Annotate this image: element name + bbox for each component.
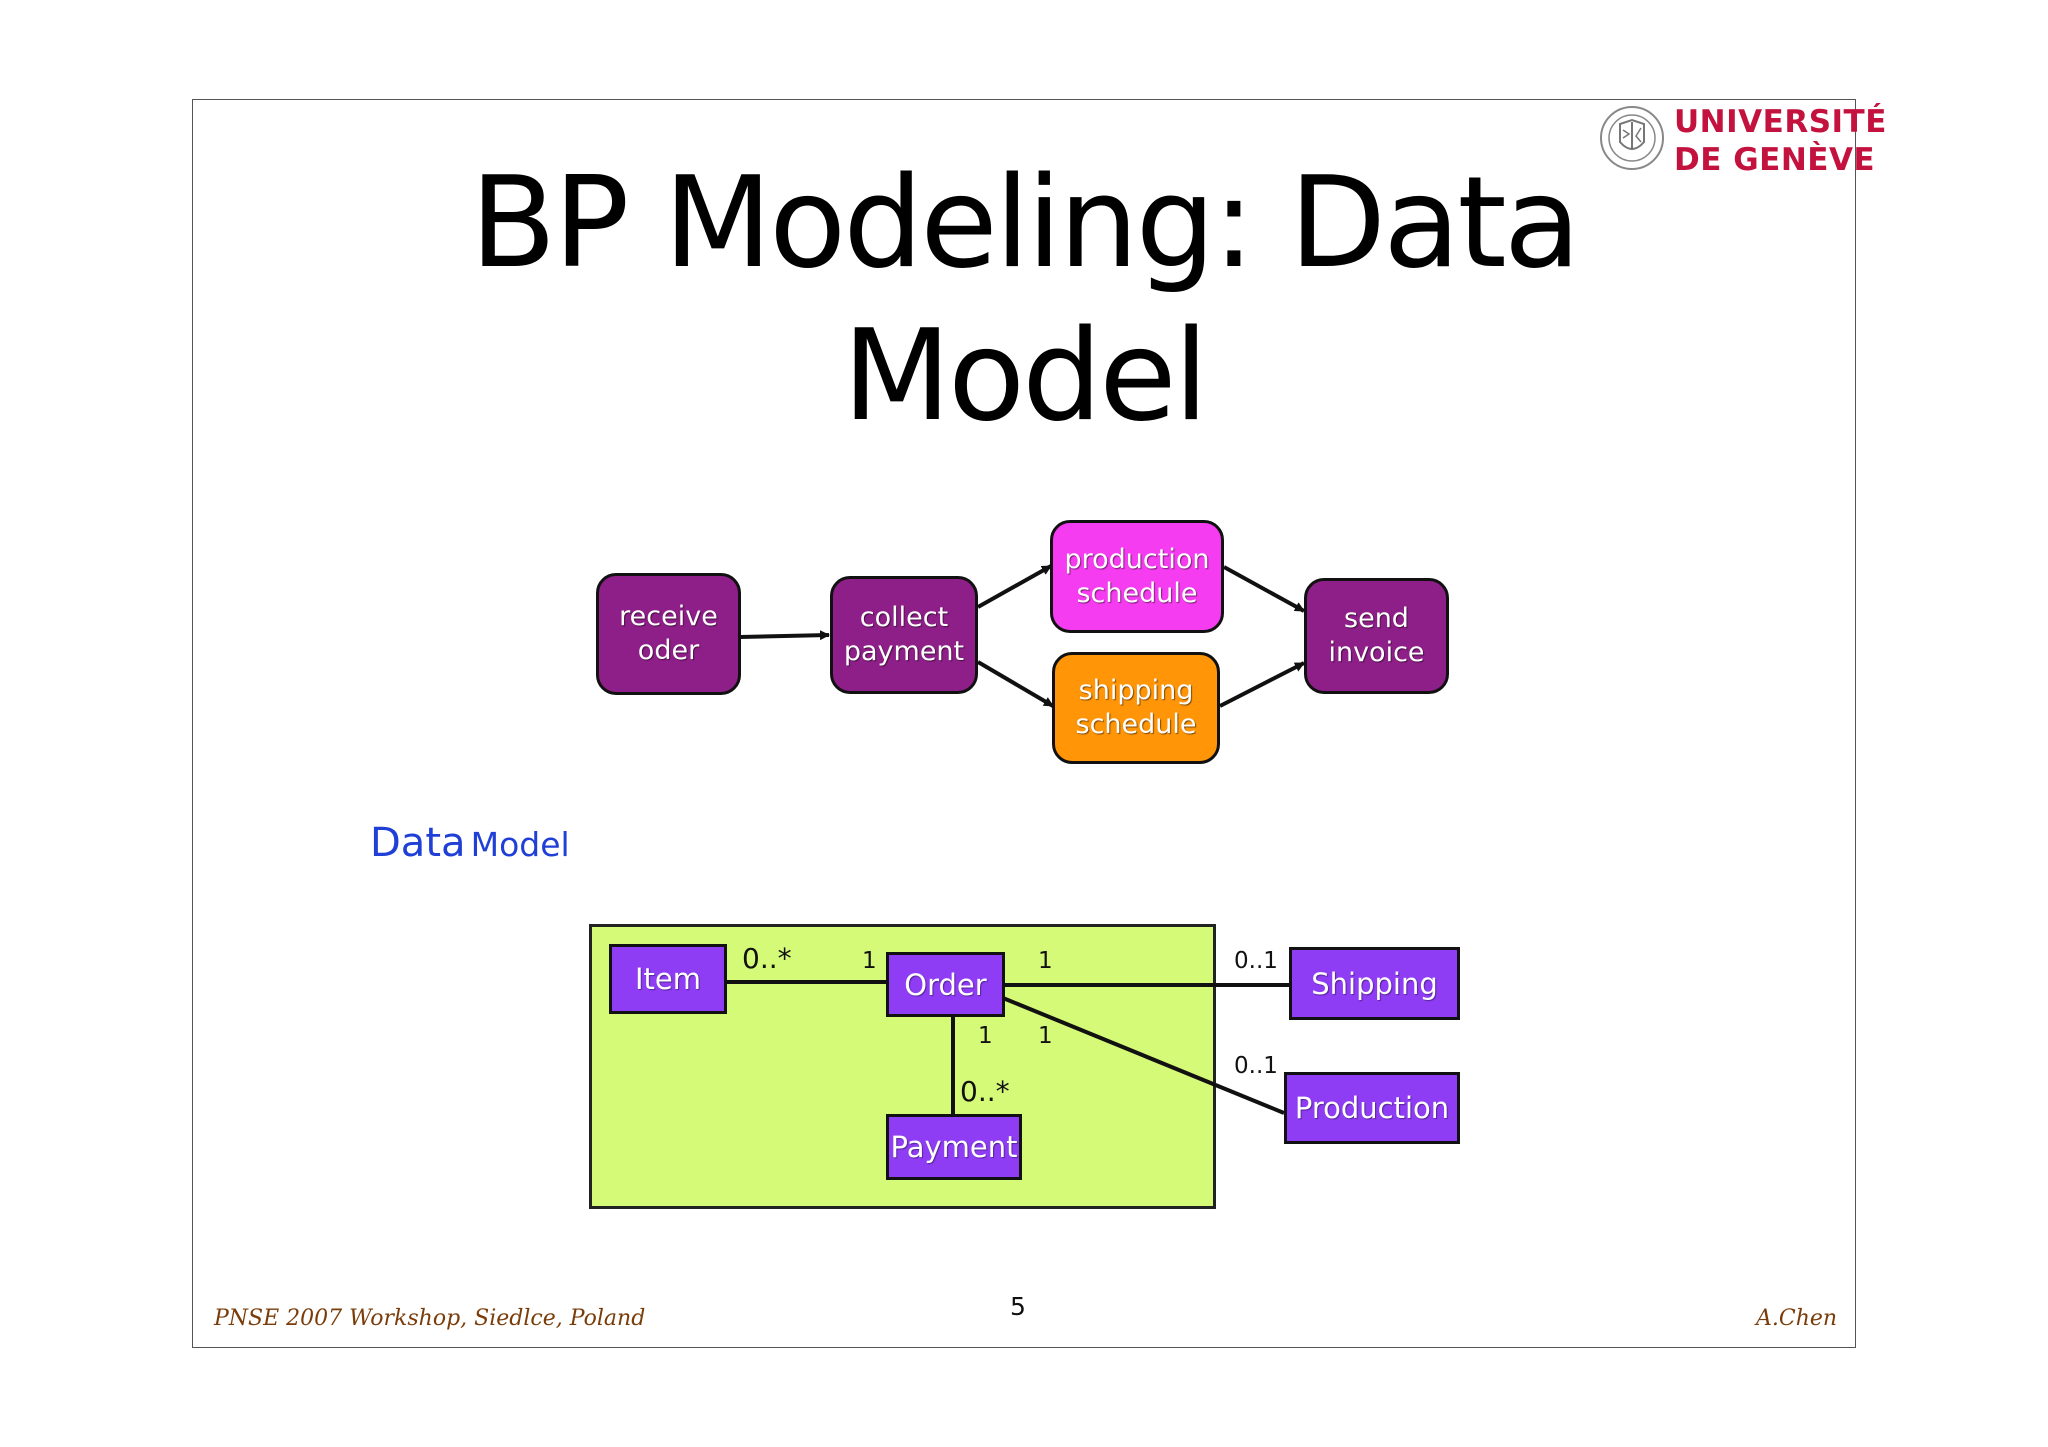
university-seal-icon xyxy=(1600,106,1664,170)
multiplicity-item: 0..* xyxy=(742,942,792,975)
arrow-collect-to-production xyxy=(977,564,1052,609)
class-payment: Payment xyxy=(886,1114,1022,1180)
university-logo-text: UNIVERSITÉ DE GENÈVE xyxy=(1674,103,1887,179)
arrow-production-to-send xyxy=(1223,565,1305,613)
multiplicity-payment: 0..* xyxy=(960,1075,1010,1108)
node-text: schedule xyxy=(1075,709,1197,740)
node-text: schedule xyxy=(1076,577,1198,609)
class-order: Order xyxy=(886,952,1005,1017)
node-text: production xyxy=(1064,543,1210,575)
node-text: send xyxy=(1344,603,1409,634)
multiplicity-order-payment-left: 1 xyxy=(978,1023,993,1049)
assoc-order-production xyxy=(1002,996,1285,1115)
class-label: Shipping xyxy=(1311,966,1438,1001)
heading-word-model: Model xyxy=(470,825,570,864)
multiplicity-order-shipping: 1 xyxy=(1038,948,1053,974)
multiplicity-shipping: 0..1 xyxy=(1234,948,1278,974)
arrow-receive-to-collect xyxy=(739,630,830,641)
footer-event: PNSE 2007 Workshop, Siedlce, Poland xyxy=(214,1306,646,1331)
multiplicity-order-item: 1 xyxy=(862,948,877,974)
node-text: collect xyxy=(859,602,949,633)
class-item: Item xyxy=(609,944,727,1014)
heading-word-data: Data xyxy=(370,820,466,866)
slide-title-line1: BP Modeling: Data xyxy=(470,149,1581,296)
class-shipping: Shipping xyxy=(1289,947,1460,1020)
slide-title-line2: Model xyxy=(842,302,1208,449)
footer-author: A.Chen xyxy=(1756,1306,1838,1331)
multiplicity-production: 0..1 xyxy=(1234,1053,1278,1079)
node-text: shipping xyxy=(1078,675,1194,706)
logo-line1: UNIVERSITÉ xyxy=(1674,104,1887,140)
page-number: 5 xyxy=(1010,1292,1026,1321)
logo-line2: DE GENÈVE xyxy=(1674,142,1876,178)
arrow-collect-to-shipping xyxy=(976,660,1055,708)
node-text: payment xyxy=(843,636,965,667)
multiplicity-order-payment-right: 1 xyxy=(1038,1023,1053,1049)
class-label: Payment xyxy=(890,1130,1018,1164)
class-label: Order xyxy=(904,967,987,1002)
class-production: Production xyxy=(1284,1072,1460,1144)
class-label: Item xyxy=(634,962,701,996)
class-label: Production xyxy=(1294,1091,1450,1125)
arrow-shipping-to-send xyxy=(1219,661,1305,708)
node-text: receive xyxy=(619,601,718,632)
node-text: oder xyxy=(637,635,700,666)
data-model-heading: Data Model xyxy=(370,820,570,866)
node-text: invoice xyxy=(1328,637,1425,668)
